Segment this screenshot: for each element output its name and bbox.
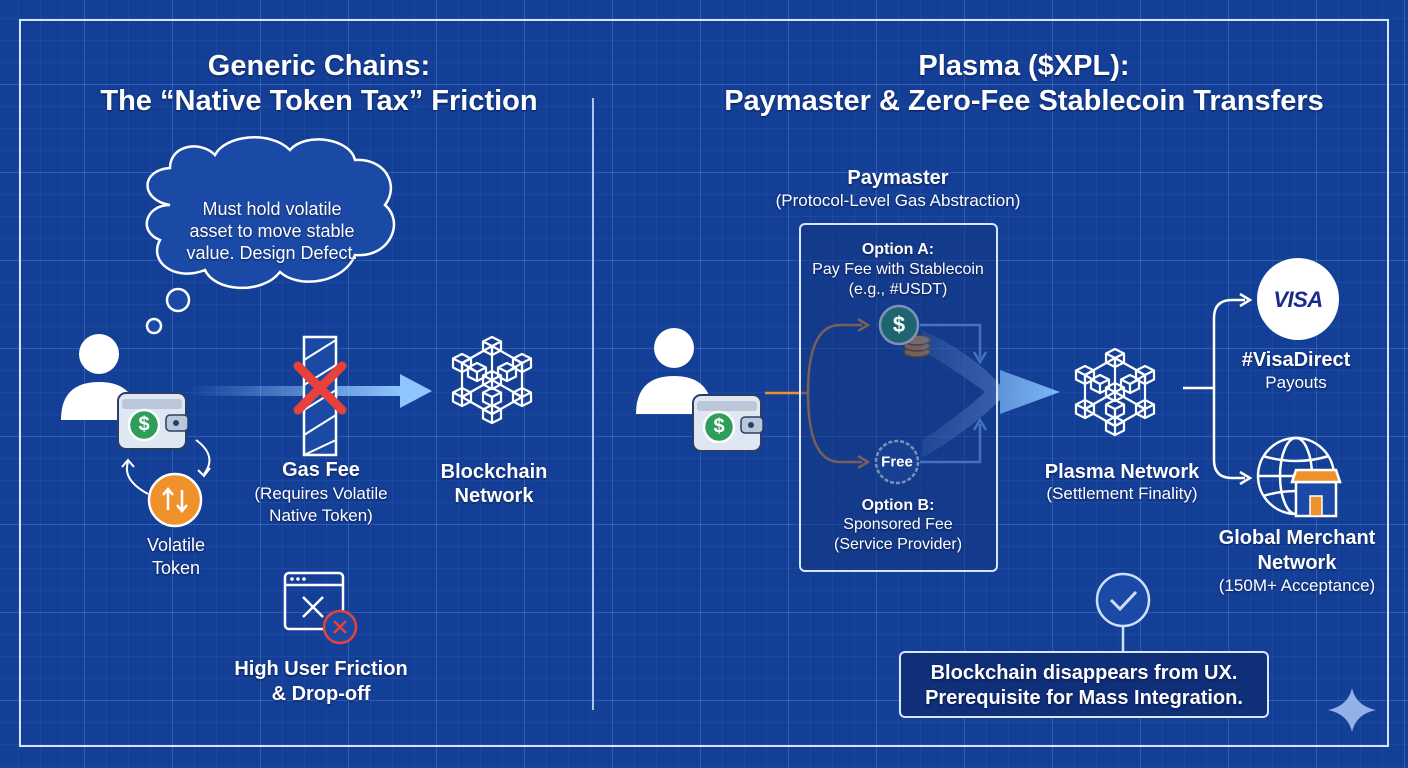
option-a-title: Option A:: [861, 241, 935, 258]
free-badge-label: Free: [881, 453, 913, 471]
right-title-line2: Paymaster & Zero-Fee Stablecoin Transfer…: [724, 85, 1324, 117]
gas-fee-sub-line2: Native Token): [269, 506, 373, 525]
panel-divider: [592, 98, 594, 710]
visa-direct-title: #VisaDirect: [1241, 349, 1351, 371]
ux-callout-line2: Prerequisite for Mass Integration.: [925, 687, 1243, 709]
globe-store-icon: [1256, 436, 1342, 518]
gas-fee-sub-line1: (Requires Volatile: [254, 484, 388, 503]
volatile-label-line2: Token: [151, 558, 201, 578]
dollar-glyph-right: $: [713, 415, 725, 438]
right-title-line1: Plasma ($XPL):: [918, 50, 1130, 82]
paymaster-subtitle: (Protocol-Level Gas Abstraction): [775, 191, 1021, 210]
option-a-line2: (e.g., #USDT): [848, 281, 948, 298]
token-swap-icon: [147, 472, 203, 528]
plasma-network-title: Plasma Network: [1044, 461, 1200, 483]
visa-direct-sub: Payouts: [1265, 373, 1327, 392]
wallet-icon-right: [691, 393, 765, 453]
option-a-line1: Pay Fee with Stablecoin: [812, 261, 984, 278]
paymaster-title: Paymaster: [847, 167, 949, 189]
swap-arrow-down: [195, 439, 211, 475]
outer-frame: [19, 19, 1389, 747]
visa-logo-icon: [1257, 258, 1339, 340]
plasma-network-icon: [1076, 349, 1154, 435]
payout-branch: [1183, 292, 1253, 486]
flow-beam: [188, 386, 403, 396]
blockchain-cube-icon: [453, 337, 531, 423]
thought-text-line2: asset to move stable: [189, 221, 355, 241]
blockchain-network-line2: Network: [454, 485, 534, 507]
option-b-line2: (Service Provider): [833, 536, 963, 553]
ux-callout-box: [899, 651, 1269, 718]
error-window-icon: [283, 571, 358, 645]
visa-logo-text: VISA: [1273, 287, 1323, 312]
dollar-glyph-coin: $: [892, 312, 906, 337]
left-title-line1: Generic Chains:: [207, 50, 431, 82]
gas-fee-title: Gas Fee: [282, 459, 360, 481]
thought-text-line3: value. Design Defect.: [186, 243, 358, 263]
option-b-title: Option B:: [861, 497, 935, 514]
merchant-line1: Global Merchant: [1218, 527, 1376, 549]
friction-line2: & Drop-off: [271, 683, 371, 705]
plasma-network-sub: (Settlement Finality): [1046, 484, 1198, 503]
wallet-icon: [116, 391, 190, 451]
friction-line1: High User Friction: [234, 658, 408, 680]
volatile-label-line1: Volatile: [146, 535, 206, 555]
merchant-line2: Network: [1257, 552, 1337, 574]
dollar-glyph-left: $: [138, 413, 150, 436]
left-title-line2: The “Native Token Tax” Friction: [100, 85, 538, 117]
swap-arrow-up: [126, 461, 149, 495]
check-circle-icon: [1095, 572, 1151, 651]
paymaster-options-box: [799, 223, 998, 572]
cross-icon: [293, 361, 347, 415]
flow-arrowhead: [400, 374, 432, 408]
merchant-sub: (150M+ Acceptance): [1218, 576, 1376, 595]
blockchain-network-line1: Blockchain: [440, 461, 548, 483]
option-b-line1: Sponsored Fee: [843, 516, 953, 533]
thought-cloud: [145, 136, 396, 335]
ux-callout-line1: Blockchain disappears from UX.: [930, 662, 1238, 684]
thought-text-line1: Must hold volatile: [202, 199, 342, 219]
sparkle-icon: [1328, 688, 1376, 732]
